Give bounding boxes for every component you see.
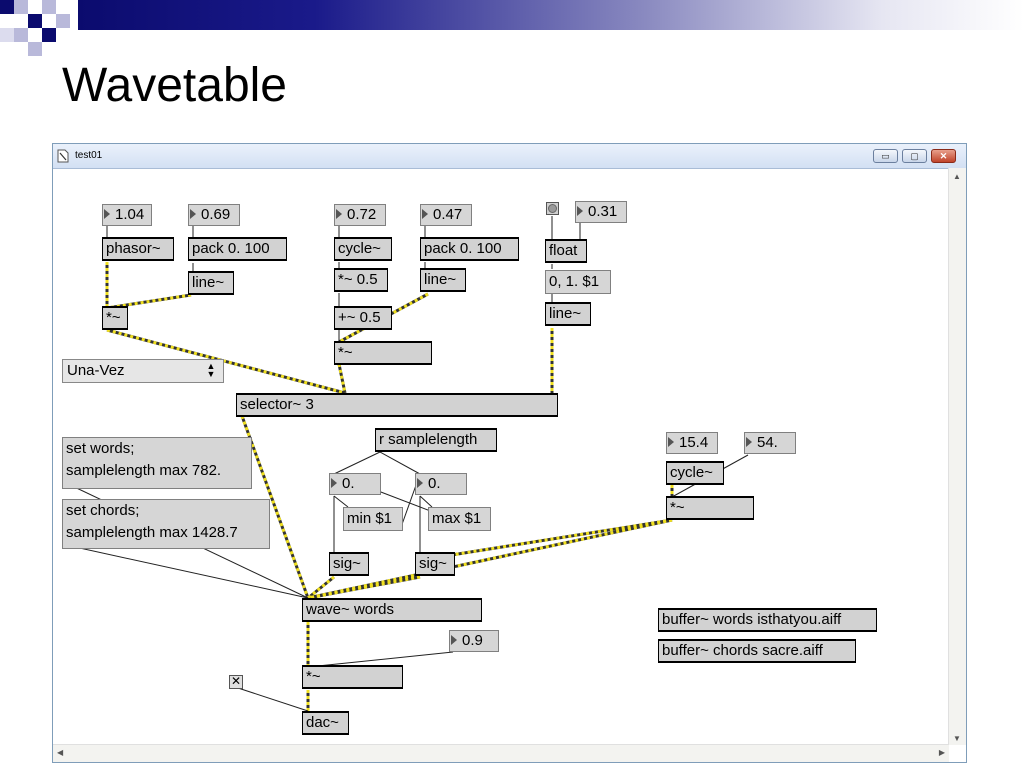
number-box-1-04[interactable]: 1.04 xyxy=(102,204,152,226)
mode-menu-value: Una-Vez xyxy=(67,362,125,379)
deco-square xyxy=(28,14,42,28)
multiply-object-b[interactable]: *~ xyxy=(334,341,432,365)
scroll-up-icon[interactable]: ▲ xyxy=(953,172,961,181)
multiply-object-c[interactable]: *~ xyxy=(666,496,754,520)
number-box-54[interactable]: 54. xyxy=(744,432,796,454)
number-box-zero-b[interactable]: 0. xyxy=(415,473,467,495)
minimize-button[interactable]: ▭ xyxy=(873,149,898,163)
slide-top-bar xyxy=(78,0,1024,30)
pack-object-b[interactable]: pack 0. 100 xyxy=(420,237,519,261)
set-chords-line-1: set chords; xyxy=(66,502,140,519)
number-box-zero-a[interactable]: 0. xyxy=(329,473,381,495)
scroll-right-icon[interactable]: ▶ xyxy=(938,748,945,757)
document-icon xyxy=(57,149,69,163)
number-box-0-31[interactable]: 0.31 xyxy=(575,201,627,223)
scroll-left-icon[interactable]: ◀ xyxy=(57,748,64,757)
deco-square xyxy=(0,28,14,42)
multiply-object-d[interactable]: *~ xyxy=(302,665,403,689)
set-words-message[interactable]: set words; samplelength max 782. xyxy=(62,437,252,489)
line-object-a[interactable]: line~ xyxy=(188,271,234,295)
line-object-c[interactable]: line~ xyxy=(545,302,591,326)
buffer-words-object[interactable]: buffer~ words isthatyou.aiff xyxy=(658,608,877,632)
number-box-0-72[interactable]: 0.72 xyxy=(334,204,386,226)
float-object[interactable]: float xyxy=(545,239,587,263)
deco-square xyxy=(42,0,56,14)
close-button[interactable]: ✕ xyxy=(931,149,956,163)
set-words-line-2: samplelength max 782. xyxy=(66,462,222,479)
window-titlebar[interactable]: test01 ▭ ▢ ✕ xyxy=(53,144,966,169)
toggle-checkbox[interactable]: ✕ xyxy=(229,674,243,689)
buffer-chords-object[interactable]: buffer~ chords sacre.aiff xyxy=(658,639,856,663)
ramp-message[interactable]: 0, 1. $1 xyxy=(545,270,611,294)
cycle-object-b[interactable]: cycle~ xyxy=(666,461,724,485)
add-half-object[interactable]: +~ 0.5 xyxy=(334,306,392,330)
scroll-down-icon[interactable]: ▼ xyxy=(953,734,961,743)
set-chords-message[interactable]: set chords; samplelength max 1428.7 xyxy=(62,499,270,549)
dac-object[interactable]: dac~ xyxy=(302,711,349,735)
sig-object-a[interactable]: sig~ xyxy=(329,552,369,576)
set-chords-line-2: samplelength max 1428.7 xyxy=(66,524,238,541)
number-box-0-9[interactable]: 0.9 xyxy=(449,630,499,652)
deco-square xyxy=(0,0,14,14)
deco-square xyxy=(28,42,42,56)
updown-arrows-icon[interactable]: ▲▼ xyxy=(206,361,216,379)
set-words-line-1: set words; xyxy=(66,440,135,457)
deco-square xyxy=(14,0,28,14)
mode-menu[interactable]: Una-Vez ▲▼ xyxy=(62,359,224,383)
max-message[interactable]: max $1 xyxy=(428,507,491,531)
vertical-scrollbar[interactable]: ▲ ▼ xyxy=(948,168,966,745)
bang-button[interactable] xyxy=(546,202,559,215)
multiply-half-object[interactable]: *~ 0.5 xyxy=(334,268,388,292)
phasor-object[interactable]: phasor~ xyxy=(102,237,174,261)
selector-object[interactable]: selector~ 3 xyxy=(236,393,558,417)
number-box-15-4[interactable]: 15.4 xyxy=(666,432,718,454)
sig-object-b[interactable]: sig~ xyxy=(415,552,455,576)
deco-square xyxy=(42,28,56,42)
wave-object[interactable]: wave~ words xyxy=(302,598,482,622)
multiply-object-a[interactable]: *~ xyxy=(102,306,128,330)
deco-square xyxy=(14,28,28,42)
pack-object-a[interactable]: pack 0. 100 xyxy=(188,237,287,261)
horizontal-scrollbar[interactable]: ◀ ▶ xyxy=(53,744,949,762)
cycle-object-a[interactable]: cycle~ xyxy=(334,237,392,261)
maximize-button[interactable]: ▢ xyxy=(902,149,927,163)
slide-title: Wavetable xyxy=(62,59,287,112)
line-object-b[interactable]: line~ xyxy=(420,268,466,292)
number-box-0-47[interactable]: 0.47 xyxy=(420,204,472,226)
deco-square xyxy=(56,14,70,28)
receive-samplelength-object[interactable]: r samplelength xyxy=(375,428,497,452)
window-title: test01 xyxy=(75,150,103,161)
number-box-0-69[interactable]: 0.69 xyxy=(188,204,240,226)
min-message[interactable]: min $1 xyxy=(343,507,403,531)
